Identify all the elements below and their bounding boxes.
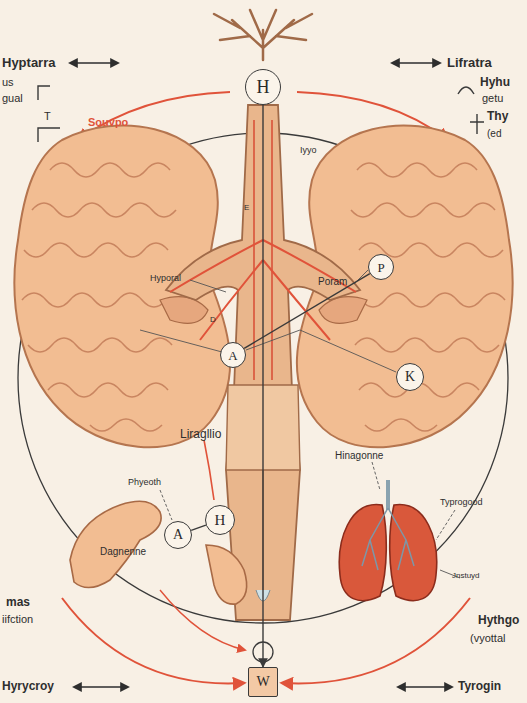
node-letter: A <box>173 528 183 542</box>
part-label: Iyyo <box>300 146 317 156</box>
node-letter: H <box>257 78 270 96</box>
part-label: T <box>44 110 51 122</box>
double-arrow <box>392 62 440 63</box>
part-label: Jnstuyd <box>452 572 480 581</box>
bracket-symbol <box>458 87 474 94</box>
node-letter: K <box>405 370 415 384</box>
part-label: D <box>210 316 216 325</box>
part-label: Tyrogin <box>458 680 501 693</box>
part-label: Liragllio <box>180 428 221 441</box>
part-label: (vyottal <box>470 632 505 644</box>
red-arrow <box>282 598 470 683</box>
part-label: Souvpo <box>88 116 128 128</box>
bracket-symbol <box>38 86 50 100</box>
brain-right <box>297 125 513 447</box>
part-label: E <box>244 204 249 213</box>
letter-box: W <box>248 667 278 697</box>
node-letter: W <box>256 675 269 689</box>
letter-circle: A <box>220 342 246 368</box>
part-label: Hyporal <box>150 274 181 284</box>
part-label: Hinagonne <box>335 450 383 461</box>
part-label: gual <box>2 92 23 104</box>
part-label: mas <box>6 596 30 609</box>
inner-structure <box>160 297 208 324</box>
part-label: Dagnenne <box>100 546 146 557</box>
bracket-symbol <box>470 114 484 134</box>
double-arrow <box>74 686 128 687</box>
lungs <box>339 480 436 601</box>
part-label: Thy <box>487 110 508 123</box>
part-label: Typrogood <box>440 498 483 508</box>
bracket-symbol <box>38 128 60 142</box>
part-label: (ed <box>487 128 501 139</box>
part-label: Hyhu <box>480 76 510 89</box>
node-letter: H <box>215 513 226 528</box>
part-label: iifction <box>2 613 33 625</box>
letter-circle: P <box>368 254 394 280</box>
node-letter: A <box>228 349 237 362</box>
connector-line <box>191 525 206 530</box>
part-label: Hythgo <box>478 614 519 627</box>
double-arrow <box>70 62 118 63</box>
part-label: Hyrycroy <box>2 680 54 693</box>
connector-line <box>262 105 263 667</box>
part-label: Phyeoth <box>128 478 161 488</box>
red-arrow <box>62 598 244 683</box>
node-letter: P <box>377 261 384 274</box>
part-label: Poram <box>318 276 347 287</box>
part-label: Lifratra <box>447 56 492 70</box>
letter-circle: A <box>164 521 192 549</box>
bone-shapes <box>70 440 247 604</box>
leader-lines <box>140 270 460 578</box>
double-arrow <box>398 686 452 687</box>
letter-circle: H <box>205 505 235 535</box>
letter-circle: K <box>396 363 424 391</box>
brain-gyri <box>22 163 176 431</box>
letter-circle: H <box>245 69 281 105</box>
part-label: us <box>2 76 14 88</box>
part-label: Hyptarra <box>2 56 55 70</box>
part-label: getu <box>482 92 503 104</box>
